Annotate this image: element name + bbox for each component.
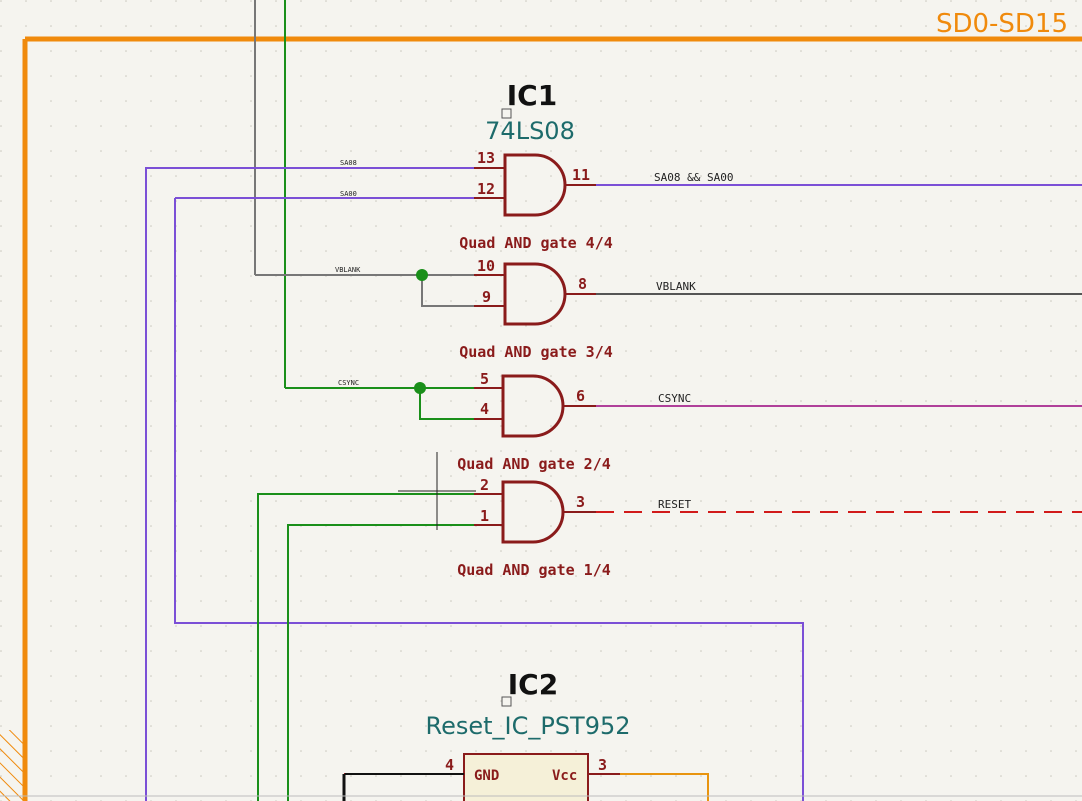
and-gate-3[interactable] xyxy=(474,262,596,326)
pin-9: 9 xyxy=(482,288,491,306)
ic2-pin-4: 4 xyxy=(445,756,454,774)
pin-12: 12 xyxy=(477,180,495,198)
pin-3: 3 xyxy=(576,493,585,511)
and-gate-4[interactable] xyxy=(474,153,596,217)
vcc-wire[interactable] xyxy=(620,773,709,801)
anchor-marker xyxy=(501,696,512,707)
anchor-marker xyxy=(501,108,512,119)
net-label-csync-out: CSYNC xyxy=(658,392,691,405)
ic2-value: Reset_IC_PST952 xyxy=(425,712,630,740)
ic1-ref: IC1 xyxy=(507,79,557,112)
ic2-ref: IC2 xyxy=(508,668,558,701)
vblank-input-wire[interactable] xyxy=(255,274,474,307)
ic2-body[interactable] xyxy=(344,753,620,801)
junction-dot xyxy=(414,382,426,394)
reset-gate-input-wires[interactable] xyxy=(257,493,474,801)
ic2-pin-3: 3 xyxy=(598,756,607,774)
pin-1: 1 xyxy=(480,507,489,525)
net-label-reset: RESET xyxy=(658,498,691,511)
junction-dot xyxy=(416,269,428,281)
and-gate-1[interactable] xyxy=(474,480,596,544)
net-label-vblank-out: VBLANK xyxy=(656,280,696,293)
pin-8: 8 xyxy=(578,275,587,293)
unit-label-2: Quad AND gate 2/4 xyxy=(457,455,611,473)
ic1-value: 74LS08 xyxy=(485,117,575,145)
ic2-pin-gnd-name: GND xyxy=(474,768,499,784)
csync-input-wire[interactable] xyxy=(285,387,474,420)
pin-10: 10 xyxy=(477,257,495,275)
net-label-sa08-and-sa00: SA08 && SA00 xyxy=(654,171,733,184)
ic2-pin-vcc-name: Vcc xyxy=(552,768,577,784)
sa08-wire[interactable] xyxy=(145,167,474,801)
unit-label-3: Quad AND gate 3/4 xyxy=(459,343,613,361)
pin-6: 6 xyxy=(576,387,585,405)
net-label-sa00: SA00 xyxy=(340,190,357,198)
pin-13: 13 xyxy=(477,149,495,167)
cursor-crosshair xyxy=(398,452,476,530)
net-label-sa08: SA08 xyxy=(340,159,357,167)
net-label-csync-in: CSYNC xyxy=(338,379,359,387)
unit-label-4: Quad AND gate 4/4 xyxy=(459,234,613,252)
unit-label-1: Quad AND gate 1/4 xyxy=(457,561,611,579)
net-label-vblank-in: VBLANK xyxy=(335,266,361,274)
pin-2: 2 xyxy=(480,476,489,494)
and-gate-2[interactable] xyxy=(474,374,596,438)
pin-4: 4 xyxy=(480,400,489,418)
pin-5: 5 xyxy=(480,370,489,388)
data-bus[interactable] xyxy=(0,36,1082,801)
bus-label: SD0-SD15 xyxy=(936,9,1068,39)
pin-11: 11 xyxy=(572,166,590,184)
sa00-wire[interactable] xyxy=(174,197,804,801)
